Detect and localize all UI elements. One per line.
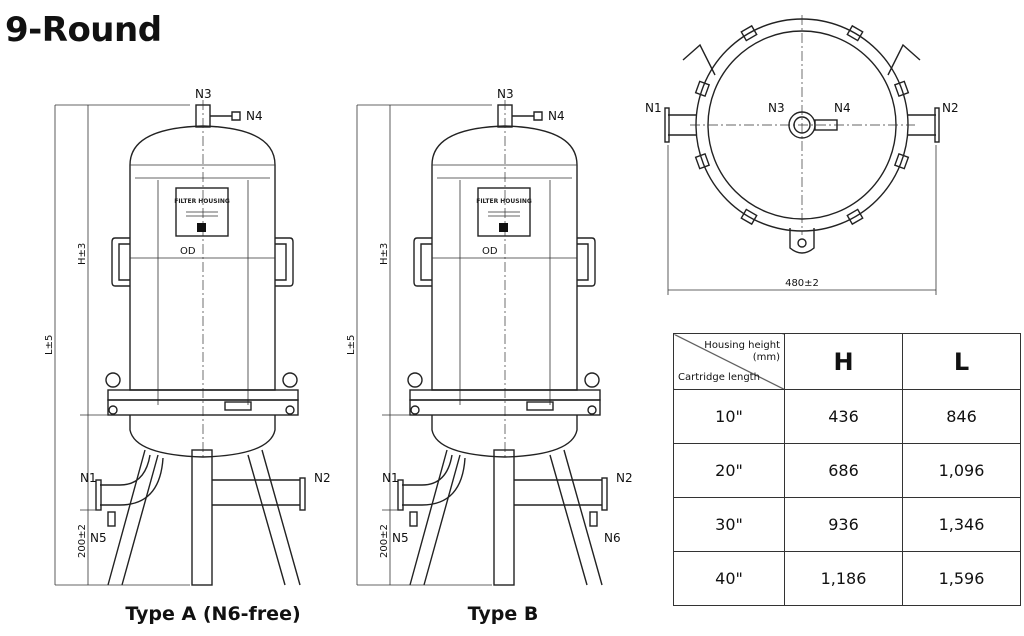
h-dim: H±3 (77, 243, 88, 265)
n6-label: N6 (604, 531, 621, 545)
type-a-drawing: FILTER HOUSING N3 N4 N1 N2 N5 OD L±5 H±3… (44, 87, 331, 625)
cartridge-length-label: Cartridge length (678, 372, 760, 383)
n2-label: N2 (314, 471, 331, 485)
cell-length: 20" (673, 443, 785, 498)
page-title: 9-Round (5, 10, 162, 50)
type-a-caption: Type A (N6-free) (125, 603, 300, 625)
diameter-dim: 480±2 (785, 278, 819, 289)
n1-label: N1 (645, 101, 662, 115)
n4-label: N4 (246, 109, 263, 123)
cell-length: 30" (673, 497, 785, 552)
leg-dim: 200±2 (77, 524, 88, 558)
clamp-bolt (694, 153, 711, 170)
cell-h: 436 (784, 389, 903, 444)
n3-label: N3 (768, 101, 785, 115)
cell-h: 936 (784, 497, 903, 552)
od-label: OD (482, 246, 498, 257)
l-dim: L±5 (346, 335, 357, 355)
n4-label: N4 (834, 101, 851, 115)
n3-label: N3 (195, 87, 212, 101)
cell-l: 1,596 (902, 551, 1021, 606)
clamp-bolt (740, 24, 758, 42)
header-l: L (902, 333, 1021, 390)
cell-l: 1,346 (902, 497, 1021, 552)
housing-height-label: Housing height (mm) (704, 340, 780, 363)
type-b-drawing: FILTER HOUSING N3 N4 N1 N2 N5 N6 OD L±5 … (346, 87, 633, 625)
n4-label: N4 (548, 109, 565, 123)
clamp-bolt (846, 208, 864, 226)
dimensions-table: Housing height (mm) Cartridge length H L… (673, 333, 1021, 606)
n3-label: N3 (497, 87, 514, 101)
clamp-bolt (740, 208, 758, 226)
top-view: N1 N2 N3 N4 480±2 (645, 15, 959, 295)
clamp-bolt (694, 80, 711, 97)
cell-length: 40" (673, 551, 785, 606)
n5-label: N5 (90, 531, 107, 545)
cell-h: 686 (784, 443, 903, 498)
clamp-bolt (893, 80, 910, 97)
l-dim: L±5 (44, 335, 55, 355)
nameplate-label: FILTER HOUSING (174, 198, 230, 205)
cell-l: 846 (902, 389, 1021, 444)
n5-label: N5 (392, 531, 409, 545)
n1-label: N1 (80, 471, 97, 485)
cell-h: 1,186 (784, 551, 903, 606)
n2-label: N2 (942, 101, 959, 115)
nameplate-label: FILTER HOUSING (476, 198, 532, 205)
cell-length: 10" (673, 389, 785, 444)
leg-dim: 200±2 (379, 524, 390, 558)
type-b-caption: Type B (468, 603, 539, 625)
n2-label: N2 (616, 471, 633, 485)
h-dim: H±3 (379, 243, 390, 265)
cell-l: 1,096 (902, 443, 1021, 498)
header-h: H (784, 333, 903, 390)
n1-label: N1 (382, 471, 399, 485)
clamp-bolt (893, 153, 910, 170)
clamp-bolt (846, 24, 864, 42)
table-corner-header: Housing height (mm) Cartridge length (673, 333, 785, 390)
od-label: OD (180, 246, 196, 257)
